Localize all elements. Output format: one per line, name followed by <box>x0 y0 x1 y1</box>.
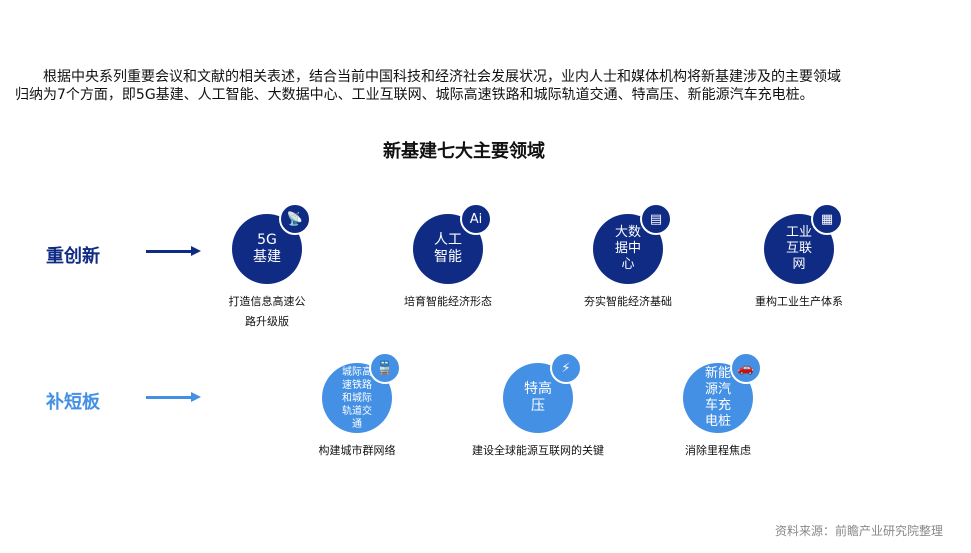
arrow-icon <box>146 246 201 256</box>
domain-name: 工业 互联 网 <box>785 225 812 272</box>
domain-circle: 特高 压 ⚡ <box>503 352 582 433</box>
domain-caption: 消除里程焦虑 <box>685 444 751 457</box>
domain-circle: 工业 互联 网 ▦ <box>764 203 843 284</box>
domain-caption: 构建城市群网络 <box>318 444 396 457</box>
section-title: 新基建七大主要领域 <box>383 141 545 162</box>
intro-line: 根据中央系列重要会议和文献的相关表述，结合当前中国科技和经济社会发展状况，业内人… <box>15 69 841 85</box>
domain-name: 5G 基建 <box>253 232 281 265</box>
domain-name: 特高 压 <box>524 381 552 414</box>
domain-caption: 重构工业生产体系 <box>755 295 843 308</box>
domain-caption: 打造信息高速公 路升级版 <box>228 295 306 328</box>
domain-circle: 5G 基建 📡 <box>232 203 311 284</box>
factory-icon: ▦ <box>811 203 843 235</box>
intro-paragraph: 根据中央系列重要会议和文献的相关表述，结合当前中国科技和经济社会发展状况，业内人… <box>15 68 935 104</box>
domain-item: 人工 智能 Ai 培育智能经济形态 <box>348 203 548 312</box>
domain-item: 城际高 速铁路 和城际 轨道交 通 🚆 构建城市群网络 <box>257 352 457 461</box>
intro-line: 归纳为7个方面，即5G基建、人工智能、大数据中心、工业互联网、城际高速铁路和城际… <box>15 87 814 103</box>
power-tower-icon: ⚡ <box>550 352 582 384</box>
domain-item: 工业 互联 网 ▦ 重构工业生产体系 <box>699 203 899 312</box>
arrow-icon <box>146 392 201 402</box>
domain-circle: 新能 源汽 车充 电桩 🚗 <box>683 352 762 433</box>
domain-circle: 城际高 速铁路 和城际 轨道交 通 🚆 <box>322 352 401 433</box>
domain-name: 城际高 速铁路 和城际 轨道交 通 <box>342 366 372 430</box>
row-label-shortboard: 补短板 <box>46 392 100 413</box>
domain-item: 特高 压 ⚡ 建设全球能源互联网的关键 <box>438 352 638 461</box>
antenna-icon: 📡 <box>279 203 311 235</box>
domain-circle: 大数 据中 心 ▤ <box>593 203 672 284</box>
domain-caption: 建设全球能源互联网的关键 <box>472 444 604 457</box>
source-note: 资料来源：前瞻产业研究院整理 <box>774 524 943 538</box>
domain-caption: 培育智能经济形态 <box>404 295 492 308</box>
domain-item: 新能 源汽 车充 电桩 🚗 消除里程焦虑 <box>618 352 818 461</box>
domain-item: 5G 基建 📡 打造信息高速公 路升级版 <box>167 203 367 332</box>
ev-charging-icon: 🚗 <box>730 352 762 384</box>
row-label-innovation: 重创新 <box>46 246 100 267</box>
domain-name: 大数 据中 心 <box>614 225 641 272</box>
ai-file-icon: Ai <box>460 203 492 235</box>
train-icon: 🚆 <box>369 352 401 384</box>
domain-name: 人工 智能 <box>434 232 462 265</box>
domain-circle: 人工 智能 Ai <box>413 203 492 284</box>
domain-item: 大数 据中 心 ▤ 夯实智能经济基础 <box>528 203 728 312</box>
server-icon: ▤ <box>640 203 672 235</box>
domain-caption: 夯实智能经济基础 <box>584 295 672 308</box>
domain-name: 新能 源汽 车充 电桩 <box>704 366 731 429</box>
